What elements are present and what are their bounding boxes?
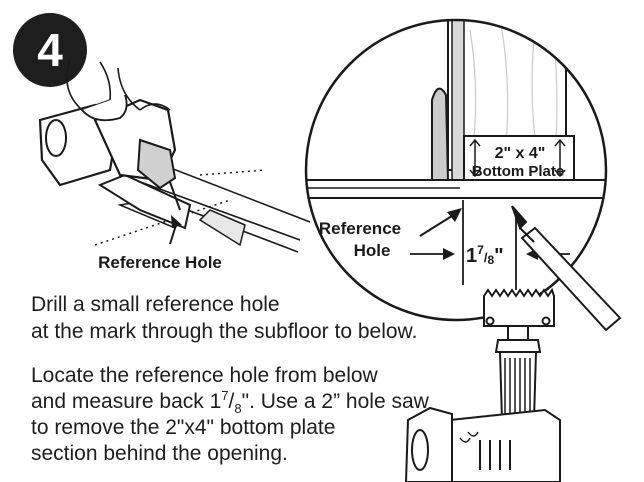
detail-view-circle bbox=[304, 18, 608, 322]
instruction-1-line-2: at the mark through the subfloor to belo… bbox=[31, 320, 418, 343]
reference-arrowhead bbox=[447, 208, 462, 222]
detail-reference-label: Reference bbox=[319, 219, 401, 238]
step-badge: 4 bbox=[13, 13, 87, 87]
marker-pen bbox=[511, 205, 622, 332]
instruction-2-line-3: to remove the 2"x4" bottom plate bbox=[31, 416, 336, 439]
reference-hole-label: Reference Hole bbox=[98, 253, 222, 272]
instruction-2-line-1: Locate the reference hole from below bbox=[31, 364, 378, 387]
hole-saw-drill bbox=[404, 287, 561, 482]
step-number: 4 bbox=[37, 24, 63, 76]
instruction-1-line-1: Drill a small reference hole bbox=[31, 293, 280, 316]
plate-name-label: Bottom Plate bbox=[472, 163, 565, 180]
detail-hole-label: Hole bbox=[354, 241, 391, 260]
measure-arrow-left bbox=[443, 248, 455, 260]
plate-size-label: 2" x 4" bbox=[495, 145, 546, 162]
reference-arrow bbox=[419, 213, 456, 237]
drill-reference-hole-drawing bbox=[38, 59, 311, 253]
measure-value: 17/8" bbox=[466, 243, 504, 267]
instruction-2-line-2: and measure back 17/8". Use a 2” hole sa… bbox=[31, 388, 429, 417]
instruction-2-line-4: section behind the opening. bbox=[31, 442, 288, 465]
